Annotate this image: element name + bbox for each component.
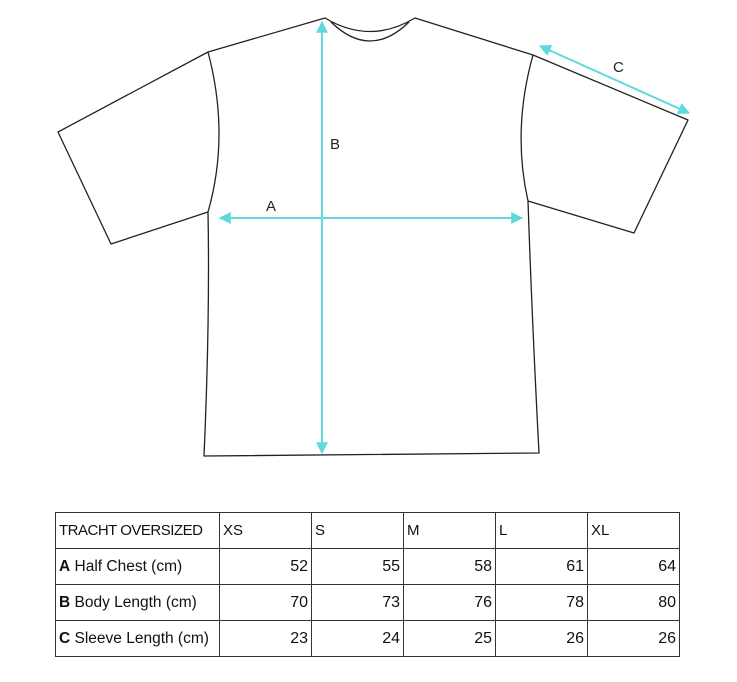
size-header-s: S xyxy=(311,512,404,549)
row-key: B xyxy=(59,593,71,611)
table-cell: 70 xyxy=(219,584,312,621)
size-header-xl: XL xyxy=(587,512,680,549)
row-label-text: Body Length (cm) xyxy=(70,593,197,611)
table-cell: 52 xyxy=(219,548,312,585)
row-key: C xyxy=(59,629,71,647)
size-header-l: L xyxy=(495,512,588,549)
table-cell: 23 xyxy=(219,620,312,657)
table-cell: 76 xyxy=(403,584,496,621)
table-cell: 26 xyxy=(495,620,588,657)
table-cell: 73 xyxy=(311,584,404,621)
table-cell: 55 xyxy=(311,548,404,585)
table-cell: 78 xyxy=(495,584,588,621)
row-label-half-chest: A Half Chest (cm) xyxy=(55,548,220,585)
row-key: A xyxy=(59,557,71,575)
table-row: A Half Chest (cm) 52 55 58 61 64 xyxy=(55,548,680,585)
table-row: B Body Length (cm) 70 73 76 78 80 xyxy=(55,584,680,621)
row-label-text: Sleeve Length (cm) xyxy=(70,629,209,647)
table-cell: 24 xyxy=(311,620,404,657)
label-b: B xyxy=(330,136,340,153)
size-header-xs: XS xyxy=(219,512,312,549)
table-row: C Sleeve Length (cm) 23 24 25 26 26 xyxy=(55,620,680,657)
size-header-m: M xyxy=(403,512,496,549)
table-cell: 26 xyxy=(587,620,680,657)
table-title: TRACHT OVERSIZED xyxy=(55,512,220,549)
table-cell: 64 xyxy=(587,548,680,585)
row-label-body-length: B Body Length (cm) xyxy=(55,584,220,621)
row-label-text: Half Chest (cm) xyxy=(70,557,183,575)
table-cell: 61 xyxy=(495,548,588,585)
table-cell: 25 xyxy=(403,620,496,657)
row-label-sleeve-length: C Sleeve Length (cm) xyxy=(55,620,220,657)
table-cell: 58 xyxy=(403,548,496,585)
arrow-c-sleeve-length xyxy=(538,44,691,115)
label-c: C xyxy=(613,59,624,76)
measurement-arrows xyxy=(218,20,691,455)
table-header-row: TRACHT OVERSIZED XS S M L XL xyxy=(55,512,680,549)
table-cell: 80 xyxy=(587,584,680,621)
tshirt-outline xyxy=(57,17,689,457)
size-chart-table: TRACHT OVERSIZED XS S M L XL A Half Ches… xyxy=(55,512,680,657)
tshirt-diagram: A B C xyxy=(57,17,691,457)
label-a: A xyxy=(266,198,276,215)
